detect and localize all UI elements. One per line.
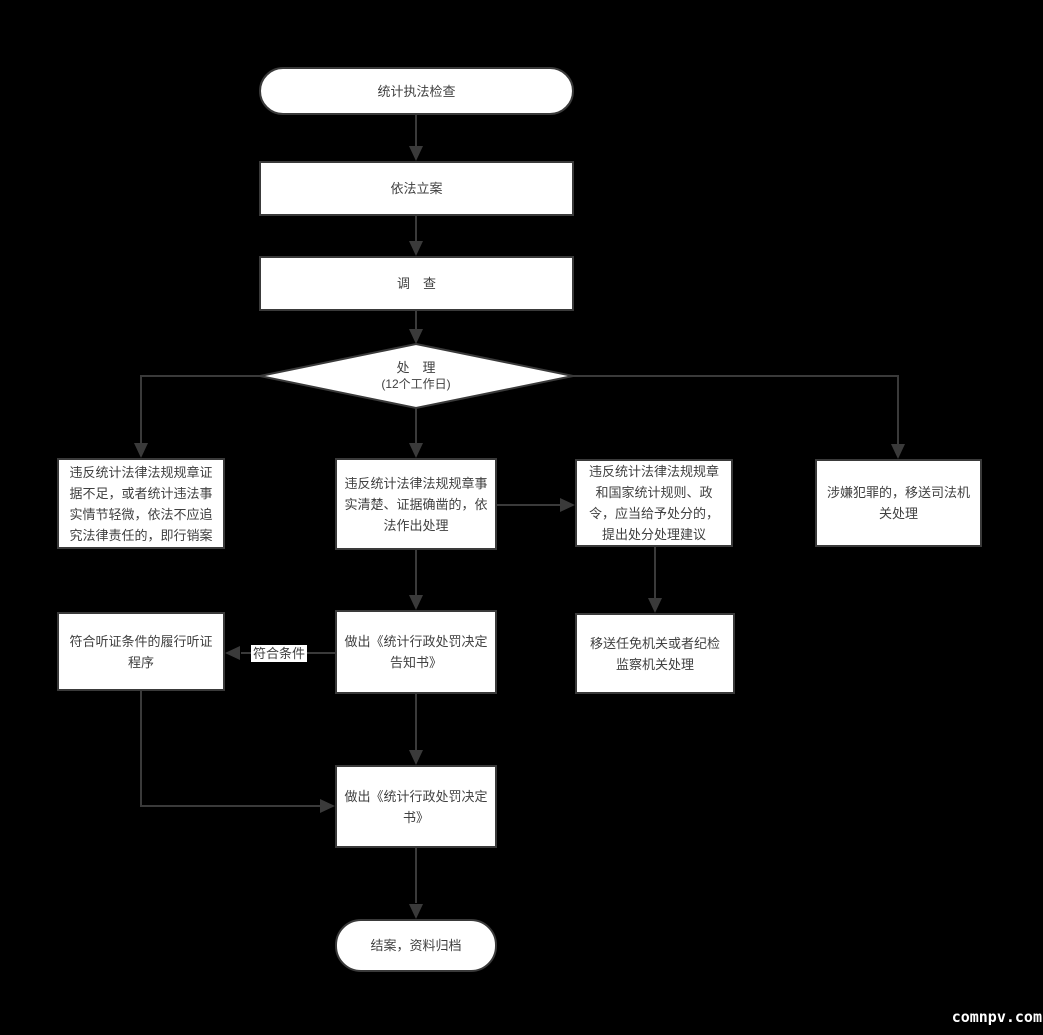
node-crime-label: 涉嫌犯罪的，移送司法机关处理 <box>826 485 970 521</box>
arrowhead-dismiss <box>134 443 148 458</box>
arrowhead-investigation <box>409 241 423 256</box>
node-hearing: 符合听证条件的履行听证程序 <box>57 612 225 691</box>
node-dismiss-label: 违反统计法律法规规章证据不足，或者统计违法事实情节轻微，依法不应追究法律责任的，… <box>69 464 213 543</box>
arrowhead-end <box>409 904 423 919</box>
decision-diamond-shape <box>259 342 574 410</box>
node-end-label: 结案，资料归档 <box>370 938 462 953</box>
node-decision-doc: 做出《统计行政处罚决定书》 <box>335 765 497 848</box>
node-transfer: 移送任免机关或者纪检监察机关处理 <box>575 613 735 694</box>
arrowhead-crime <box>891 444 905 459</box>
arrowhead-decision-doc-left <box>320 799 335 813</box>
node-sanction-label: 违反统计法律法规规章和国家统计规则、政令，应当给予处分的，提出处分处理建议 <box>588 464 719 542</box>
arrowheads <box>134 146 905 919</box>
edge-label-condition: 符合条件 <box>251 645 308 662</box>
node-sanction: 违反统计法律法规规章和国家统计规则、政令，应当给予处分的，提出处分处理建议 <box>575 459 733 547</box>
node-dismiss: 违反统计法律法规规章证据不足，或者统计违法事实情节轻微，依法不应追究法律责任的，… <box>57 458 225 549</box>
node-decision-title: 处 理 <box>396 360 436 375</box>
arrowhead-decision-doc-top <box>409 750 423 765</box>
node-handle-label: 违反统计法律法规规章事实清楚、证据确凿的，依法作出处理 <box>344 475 488 533</box>
connector-lines <box>140 115 899 903</box>
node-filing-label: 依法立案 <box>390 181 443 196</box>
node-handle: 违反统计法律法规规章事实清楚、证据确凿的，依法作出处理 <box>335 458 497 550</box>
watermark: comnpv.com <box>951 1008 1042 1026</box>
node-transfer-label: 移送任免机关或者纪检监察机关处理 <box>589 635 720 672</box>
arrowhead-sanction <box>560 498 575 512</box>
node-start-label: 统计执法检查 <box>377 83 456 99</box>
arrowhead-transfer <box>648 598 662 613</box>
connector-hearing-to-decision-doc <box>140 691 321 807</box>
node-investigation-label: 调 查 <box>396 276 436 291</box>
node-notice: 做出《统计行政处罚决定告知书》 <box>335 610 497 694</box>
node-notice-label: 做出《统计行政处罚决定告知书》 <box>344 634 488 670</box>
arrowhead-decision <box>409 329 423 344</box>
arrowhead-filing <box>409 146 423 161</box>
arrowhead-hearing <box>225 646 240 660</box>
node-filing: 依法立案 <box>259 161 574 216</box>
node-hearing-label: 符合听证条件的履行听证程序 <box>69 633 213 670</box>
node-start: 统计执法检查 <box>259 67 574 115</box>
connector-decision-to-dismiss <box>140 375 260 444</box>
node-investigation: 调 查 <box>259 256 574 311</box>
node-end: 结案，资料归档 <box>335 919 497 972</box>
node-decision-doc-label: 做出《统计行政处罚决定书》 <box>344 788 488 825</box>
node-decision-subtitle: (12个工作日) <box>381 377 451 391</box>
arrowhead-handle <box>409 443 423 458</box>
node-crime: 涉嫌犯罪的，移送司法机关处理 <box>815 459 982 547</box>
node-decision: 处 理 (12个工作日) <box>316 350 516 402</box>
arrowhead-notice <box>409 595 423 610</box>
connector-decision-to-crime <box>573 375 899 445</box>
